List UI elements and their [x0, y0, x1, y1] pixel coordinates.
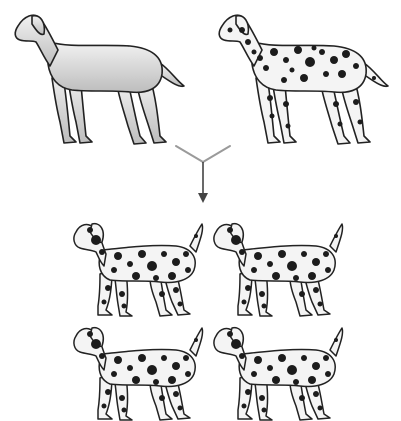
down-arrow-icon [198, 162, 208, 203]
offspring-puppy-4 [213, 326, 344, 421]
parent-plain-dog [14, 14, 185, 145]
cross-connector [175, 145, 231, 163]
offspring-puppy-1 [73, 222, 204, 317]
offspring-puppy-2 [213, 222, 344, 317]
offspring-puppy-3 [73, 326, 204, 421]
parent-spotted-dog [218, 14, 389, 145]
